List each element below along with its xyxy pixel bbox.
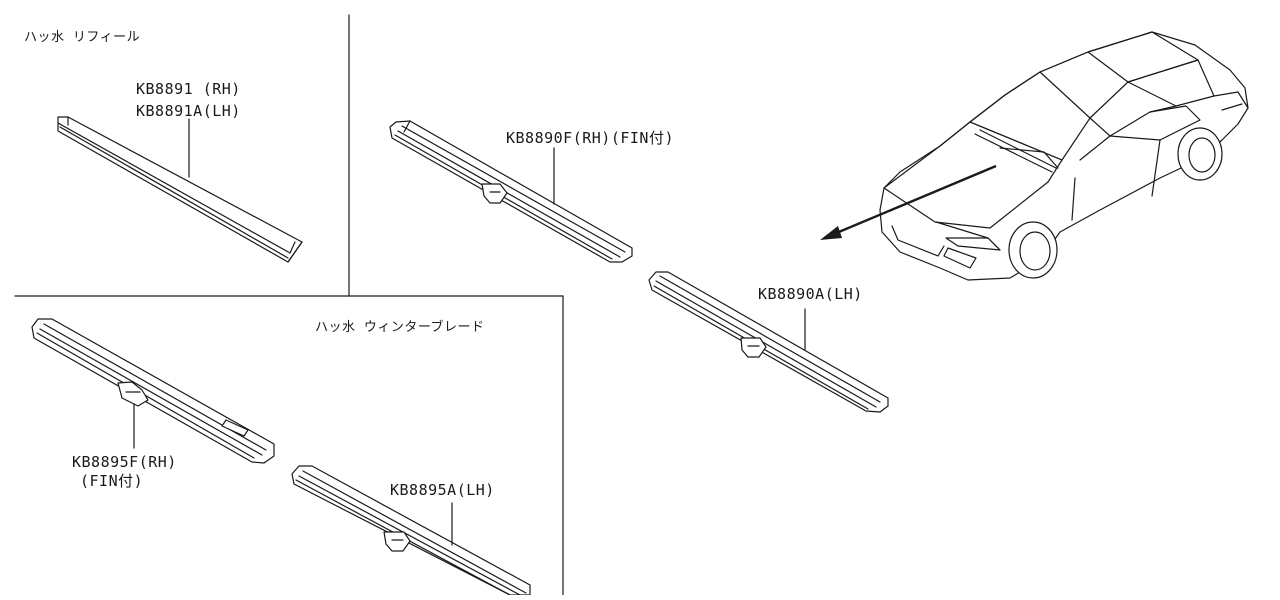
part-label-blade-rh: KB8890F(RH)(FIN付) (506, 129, 674, 147)
part-label-winter-rh: KB8895F(RH) (72, 453, 177, 471)
winter-panel-title: ハッ水 ウィンターブレード (315, 320, 485, 335)
winter-blade-lh-drawing (291, 465, 531, 596)
part-label-blade-lh: KB8890A(LH) (758, 285, 863, 303)
part-label-refill-lh: KB8891A(LH) (136, 102, 241, 120)
car-illustration (879, 31, 1249, 281)
part-label-winter-rh-note: (FIN付) (80, 472, 144, 490)
refill-panel-title: ハッ水 リフィール (24, 30, 141, 45)
winter-blade-rh-drawing (31, 318, 275, 464)
wiper-blade-lh-drawing (648, 271, 889, 413)
panel-dividers (14, 14, 564, 596)
refill-strip-drawing (57, 116, 303, 263)
pointer-arrow (820, 164, 997, 240)
wiper-blade-rh-drawing (389, 120, 633, 263)
part-label-winter-lh: KB8895A(LH) (390, 481, 495, 499)
part-label-refill-rh: KB8891 (RH) (136, 80, 241, 98)
